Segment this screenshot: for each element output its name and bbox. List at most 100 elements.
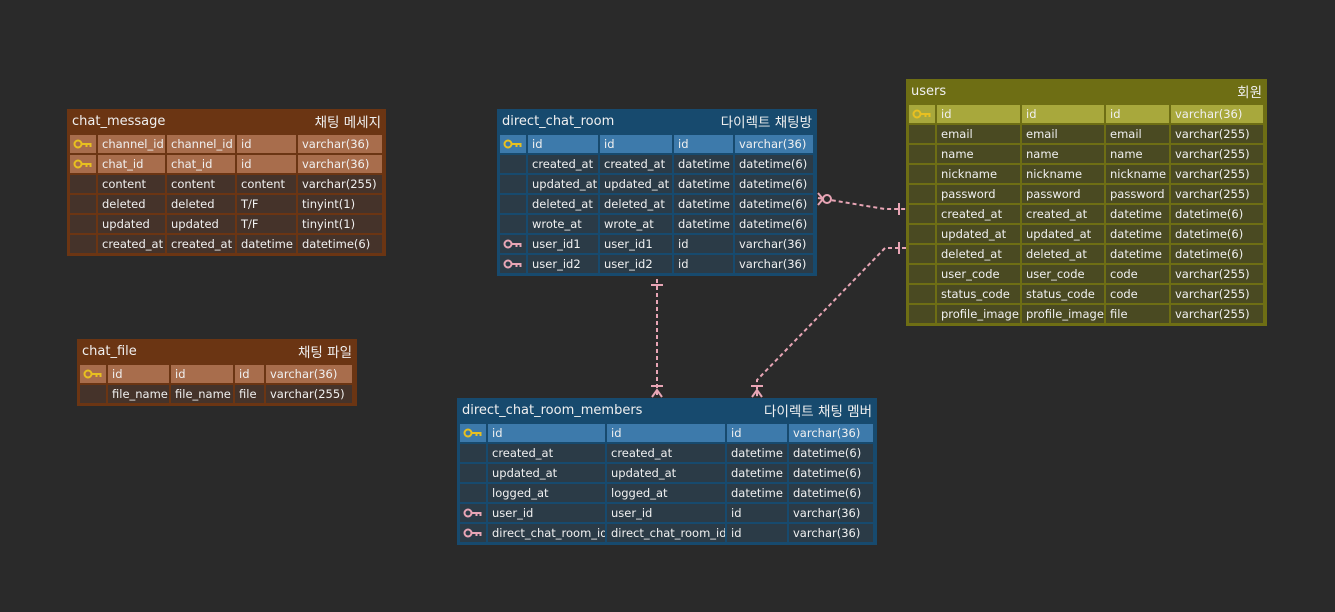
key-cell — [460, 464, 486, 482]
table-header[interactable]: direct_chat_room_members 다이렉트 채팅 멤버 — [460, 398, 874, 422]
foreign-key-icon — [460, 524, 486, 542]
domain-cell: code — [1106, 285, 1169, 303]
physical-name-cell: user_code — [1022, 265, 1104, 283]
key-cell — [460, 484, 486, 502]
domain-cell: datetime — [674, 155, 733, 173]
physical-name-cell: id — [607, 424, 725, 442]
physical-name-cell: user_id2 — [600, 255, 672, 273]
key-cell — [460, 444, 486, 462]
domain-cell: content — [237, 175, 296, 193]
physical-name-cell: updated_at — [1022, 225, 1104, 243]
data-type-cell: datetime(6) — [1171, 225, 1263, 243]
domain-cell: datetime — [237, 235, 296, 253]
data-type-cell: varchar(36) — [298, 135, 382, 153]
relation-direct-chat-room-members[interactable] — [651, 279, 663, 398]
logical-name-cell: status_code — [937, 285, 1020, 303]
primary-key-icon — [909, 105, 935, 123]
domain-cell: datetime — [727, 464, 787, 482]
key-cell — [909, 165, 935, 183]
data-type-cell: varchar(255) — [1171, 165, 1263, 183]
domain-cell: datetime — [674, 175, 733, 193]
table-header[interactable]: chat_file 채팅 파일 — [80, 339, 354, 363]
physical-name-cell: created_at — [1022, 205, 1104, 223]
logical-name-cell: content — [98, 175, 165, 193]
data-type-cell: datetime(6) — [735, 195, 813, 213]
physical-name-cell: user_id — [607, 504, 725, 522]
table-header[interactable]: direct_chat_room 다이렉트 채팅방 — [500, 109, 814, 133]
domain-cell: file — [235, 385, 264, 403]
domain-cell: email — [1106, 125, 1169, 143]
physical-name-cell: user_id1 — [600, 235, 672, 253]
data-type-cell: varchar(255) — [298, 175, 382, 193]
data-type-cell: tinyint(1) — [298, 215, 382, 233]
logical-name-cell: id — [528, 135, 598, 153]
domain-cell: T/F — [237, 215, 296, 233]
table-name: direct_chat_room — [502, 113, 615, 129]
logical-name-cell: wrote_at — [528, 215, 598, 233]
data-type-cell: datetime(6) — [735, 175, 813, 193]
table-name: chat_file — [82, 343, 137, 359]
domain-cell: code — [1106, 265, 1169, 283]
domain-cell: id — [674, 255, 733, 273]
data-type-cell: varchar(36) — [266, 365, 352, 383]
table-header[interactable]: chat_message 채팅 메세지 — [70, 109, 383, 133]
key-cell — [909, 185, 935, 203]
table-header[interactable]: users 회원 — [909, 79, 1264, 103]
relation-direct-chat-room-users[interactable] — [817, 192, 906, 215]
domain-cell: datetime — [674, 215, 733, 233]
logical-name-cell: updated — [98, 215, 165, 233]
table-name: chat_message — [72, 113, 166, 129]
relation-users-members[interactable] — [751, 242, 906, 398]
data-type-cell: datetime(6) — [735, 215, 813, 233]
domain-cell: id — [674, 135, 733, 153]
data-type-cell: varchar(36) — [789, 424, 873, 442]
domain-cell: file — [1106, 305, 1169, 323]
physical-name-cell: profile_image — [1022, 305, 1104, 323]
primary-key-icon — [70, 155, 96, 173]
logical-name-cell: updated_at — [937, 225, 1020, 243]
logical-name-cell: user_id2 — [528, 255, 598, 273]
logical-name-cell: updated_at — [488, 464, 605, 482]
key-cell — [70, 235, 96, 253]
primary-key-icon — [460, 424, 486, 442]
logical-name-cell: name — [937, 145, 1020, 163]
